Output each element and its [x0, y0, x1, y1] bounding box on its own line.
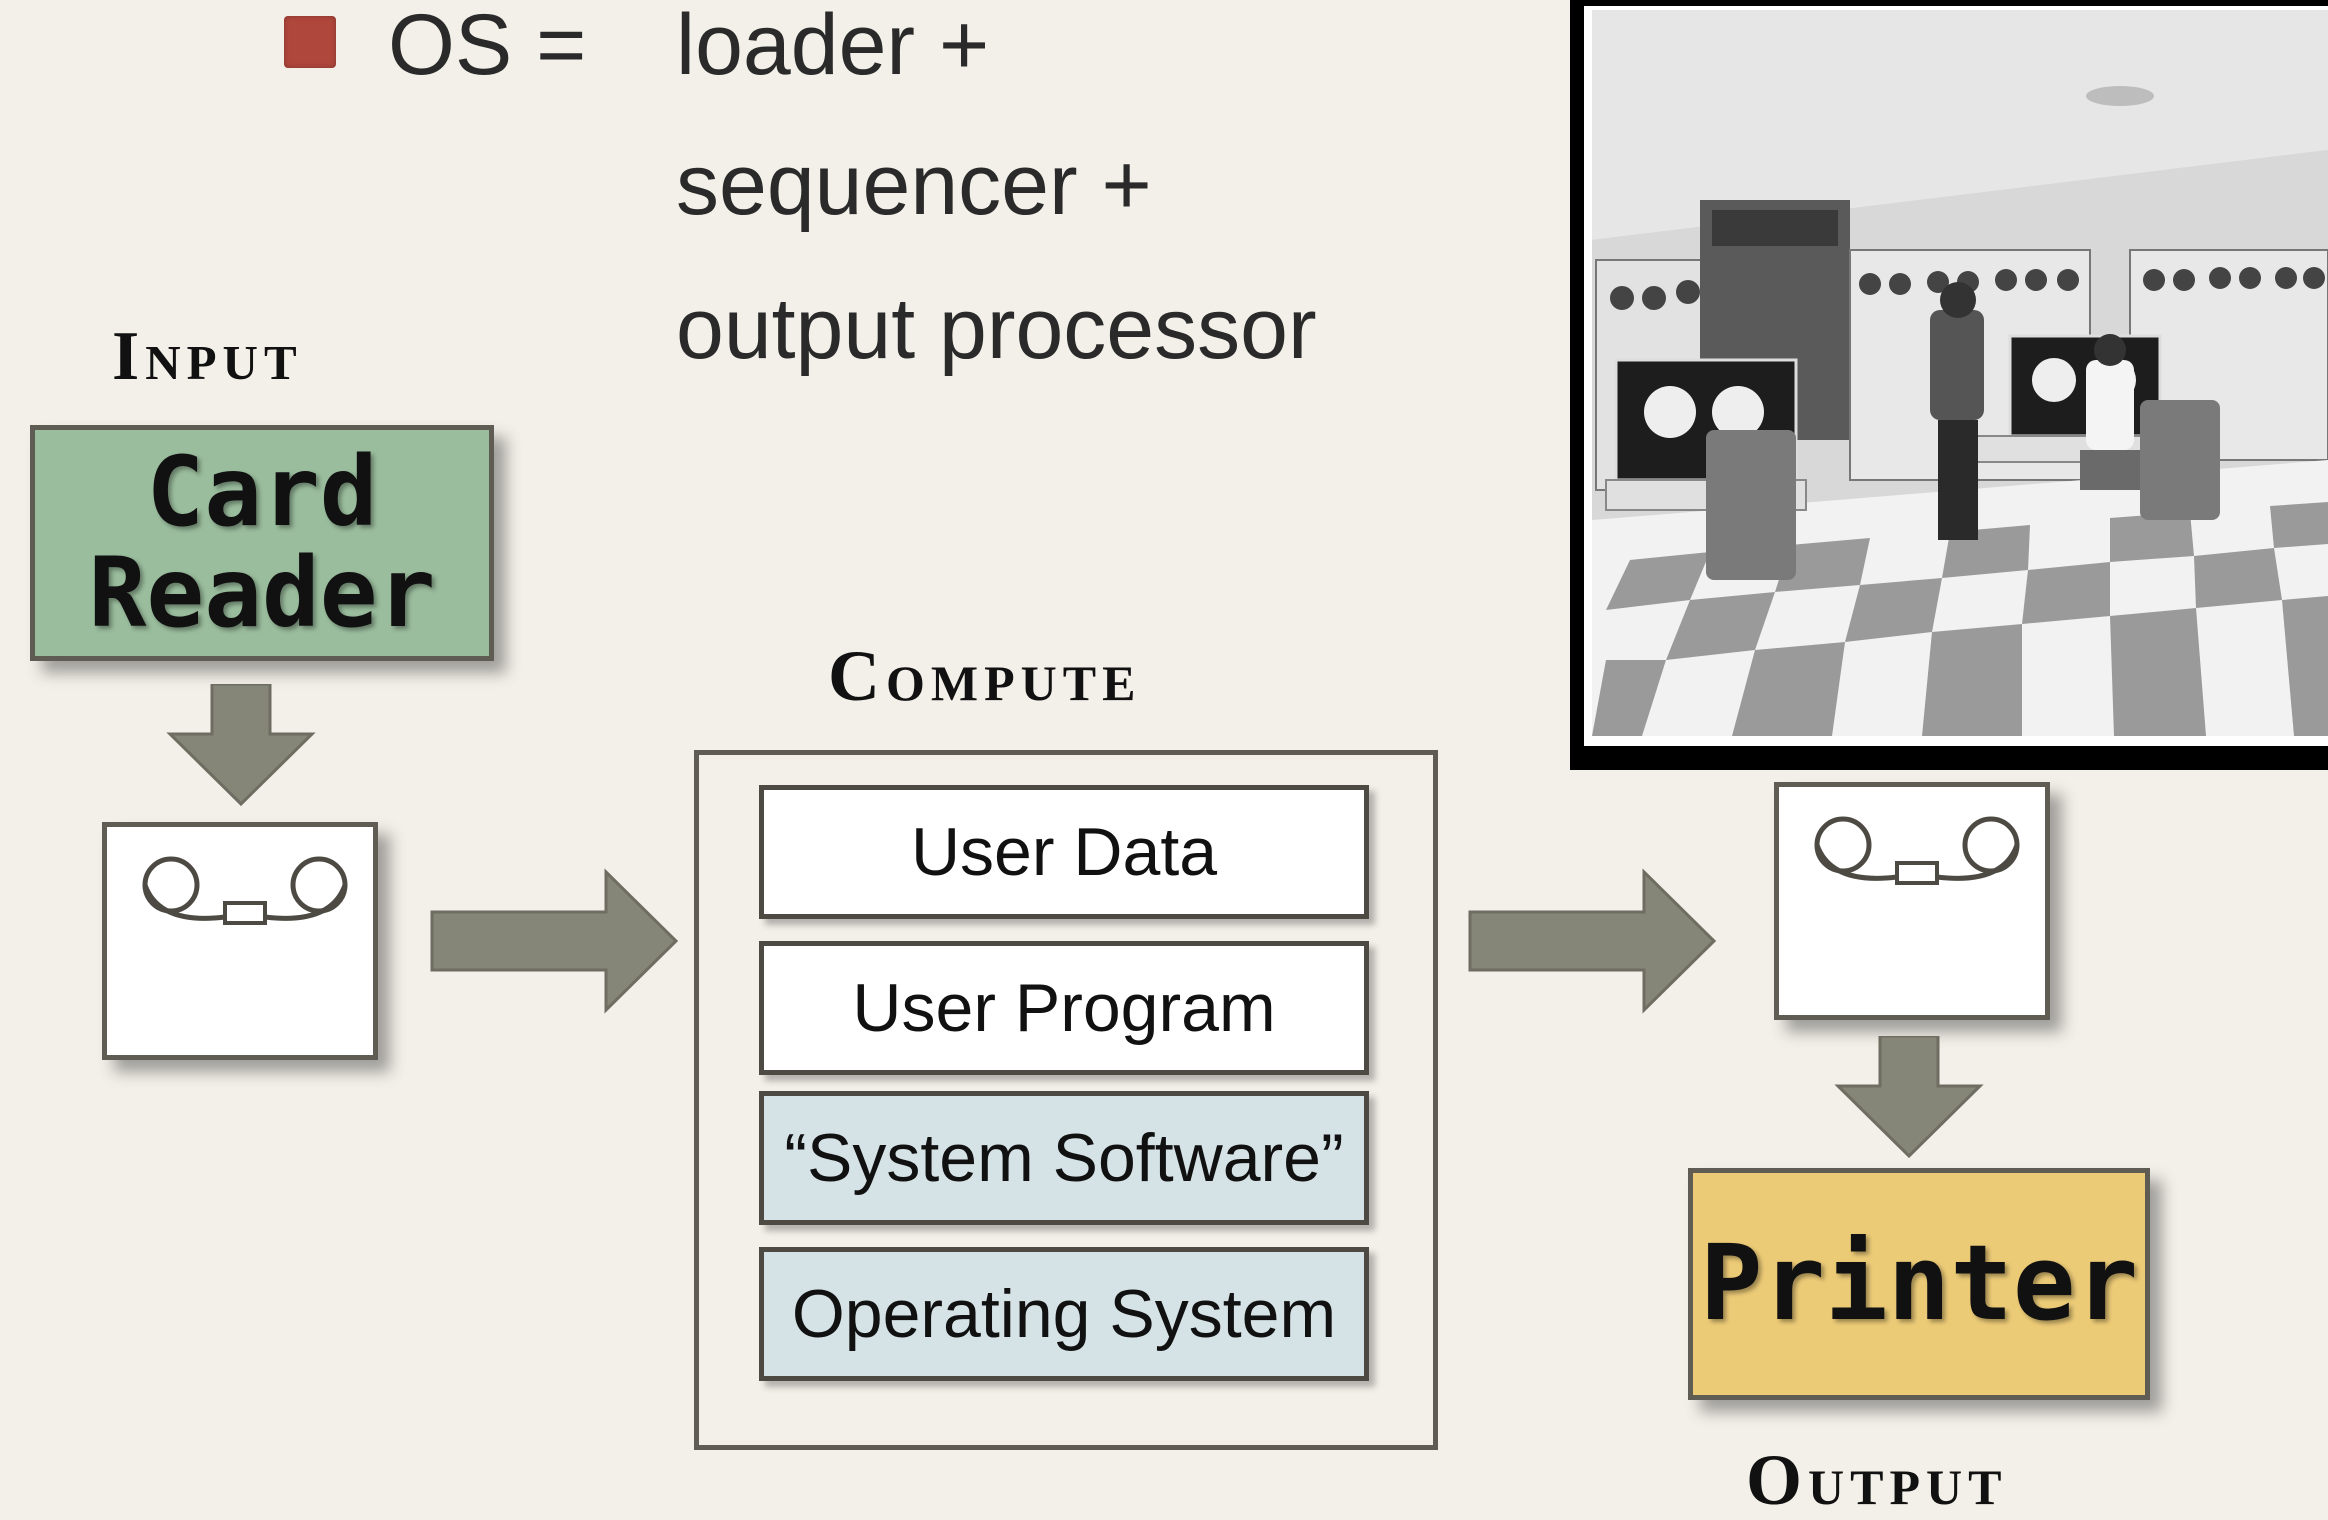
printer-label: Printer: [1699, 1222, 2139, 1345]
compute-container: User Data User Program “System Software”…: [694, 750, 1438, 1450]
output-tape-box: Tape: [1774, 782, 2050, 1020]
input-heading: Input: [112, 318, 303, 395]
card-reader-box: Card Reader: [30, 425, 494, 661]
down-arrow-icon: [166, 684, 316, 806]
os-equation-lhs: OS =: [388, 0, 587, 93]
card-reader-label-line-1: Card: [146, 436, 378, 549]
layer-system-software: “System Software”: [759, 1091, 1369, 1225]
os-equation-line-1: loader +: [676, 0, 990, 93]
os-equation-line-3: output processor: [676, 281, 1317, 377]
input-tape-label: Tape: [129, 947, 351, 1054]
os-equation-line-2: sequencer +: [676, 137, 1152, 233]
tape-reel-icon: [1814, 816, 2020, 885]
layer-user-data: User Data: [759, 785, 1369, 919]
output-heading: Output: [1746, 1440, 2008, 1520]
computer-room-photo: [1570, 0, 2328, 770]
right-arrow-icon: [430, 868, 679, 1014]
tape-reel-icon: [142, 856, 348, 925]
compute-heading: Compute: [828, 636, 1142, 716]
layer-user-program: User Program: [759, 941, 1369, 1075]
card-reader-label-line-2: Reader: [88, 537, 436, 649]
layer-operating-system: Operating System: [759, 1247, 1369, 1381]
down-arrow-icon: [1834, 1036, 1984, 1158]
output-tape-label: Tape: [1801, 907, 2023, 1014]
right-arrow-icon: [1468, 868, 1717, 1014]
bullet-icon: [284, 16, 336, 68]
printer-box: Printer: [1688, 1168, 2150, 1400]
input-tape-box: Tape: [102, 822, 378, 1060]
